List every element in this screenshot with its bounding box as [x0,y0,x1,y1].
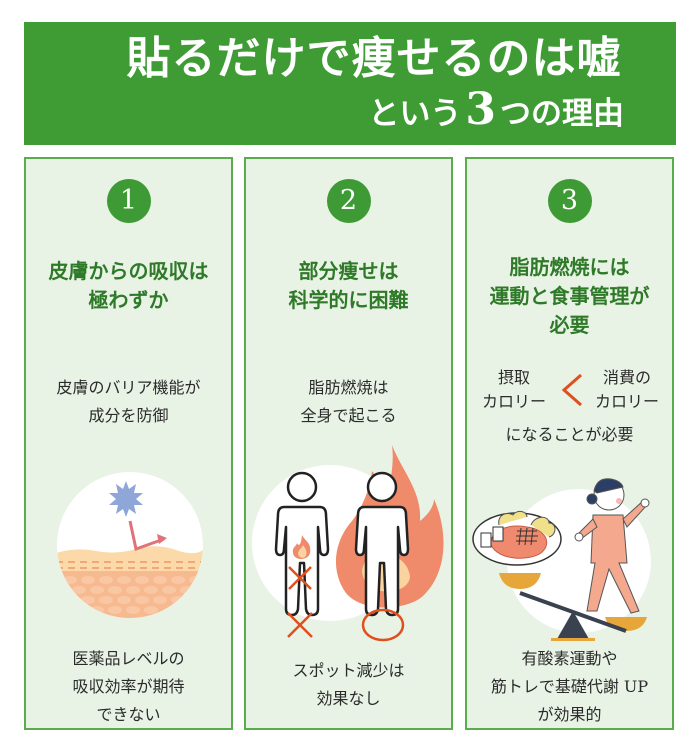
less-than-icon [561,373,582,407]
walking-person-icon [574,478,650,614]
text-line: カロリー [594,392,659,411]
reason-heading-1: 皮膚からの吸収は 極わずか [26,257,231,315]
text-line: 消費の [602,368,651,387]
balance-scale-icon [499,573,647,641]
number-badge-3: 3 [547,179,592,223]
reason-panel-1: 1 皮膚からの吸収は 極わずか 皮膚のバリア機能が 成分を防御 [24,157,233,730]
right-mark-icon [361,608,405,642]
deflect-arrow-icon [128,520,165,551]
reason-panel-2: 2 部分痩せは 科学的に困難 脂肪燃焼は 全身で起こる [244,157,453,730]
text-line: 脂肪燃焼は [308,378,389,397]
reason-heading-3: 脂肪燃焼には 運動と食事管理が 必要 [467,253,672,340]
heading-line: 皮膚からの吸収は [48,259,209,283]
calorie-intake-label: 摂取 カロリー [473,366,555,414]
steak-plate-icon [472,510,562,566]
reason-panel-3: 3 脂肪燃焼には 運動と食事管理が 必要 摂取 カロリー 消費の カロリー にな… [465,157,674,730]
judgement-marks [287,608,405,642]
reason-middle-text-2: 脂肪燃焼は 全身で起こる [246,374,451,430]
heading-line: 運動と食事管理が [489,284,650,308]
subtitle-number: 3 [465,84,496,135]
person-right-icon [354,471,410,617]
text-line: になることが必要 [505,425,634,444]
subtitle-prefix: という [368,96,462,132]
diet-exercise-balance-illustration [472,478,651,641]
reason-bottom-text-2: スポット減少は 効果なし [246,657,451,713]
heading-line: 極わずか [88,288,169,312]
text-line: できない [96,705,161,724]
heading-line: 脂肪燃焼には [509,255,630,279]
wrong-mark-icon [287,612,313,638]
heading-line: 部分痩せは [298,259,399,283]
text-line: 効果なし [316,689,381,708]
skin-barrier-illustration [57,472,203,618]
heading-line: 科学的に困難 [288,288,409,312]
text-line: 吸収効率が期待 [72,677,185,696]
number-badge-2: 2 [326,179,371,223]
full-body-fat-burn-illustration [252,445,444,621]
calorie-burn-label: 消費の カロリー [586,366,668,414]
text-line: 摂取 [497,368,530,387]
text-line: スポット減少は [292,661,405,680]
calorie-comparison: 摂取 カロリー 消費の カロリー [467,366,672,426]
text-line: 皮膚のバリア機能が [56,378,201,397]
page-title: 貼るだけで痩せるのは嘘 [126,33,622,84]
text-line: 成分を防御 [88,406,169,425]
text-line: 筋トレで基礎代謝 UP [490,677,649,696]
heading-line: 必要 [549,313,590,337]
text-line: 有酸素運動や [521,649,618,668]
reason-heading-2: 部分痩せは 科学的に困難 [246,257,451,315]
text-line: 医薬品レベルの [72,649,185,668]
subtitle-suffix: つの理由 [500,96,624,132]
text-line: 全身で起こる [300,406,397,425]
number-badge-1: 1 [106,179,151,223]
text-line: カロリー [481,392,546,411]
reason-bottom-text-3: 有酸素運動や 筋トレで基礎代謝 UP が効果的 [467,645,672,729]
particle-star-icon [109,481,143,517]
reason-middle-text-3: になることが必要 [467,421,672,449]
reason-middle-text-1: 皮膚のバリア機能が 成分を防御 [26,374,231,430]
text-line: が効果的 [537,705,602,724]
wrong-mark-icon [288,566,312,590]
reason-bottom-text-1: 医薬品レベルの 吸収効率が期待 できない [26,645,231,729]
